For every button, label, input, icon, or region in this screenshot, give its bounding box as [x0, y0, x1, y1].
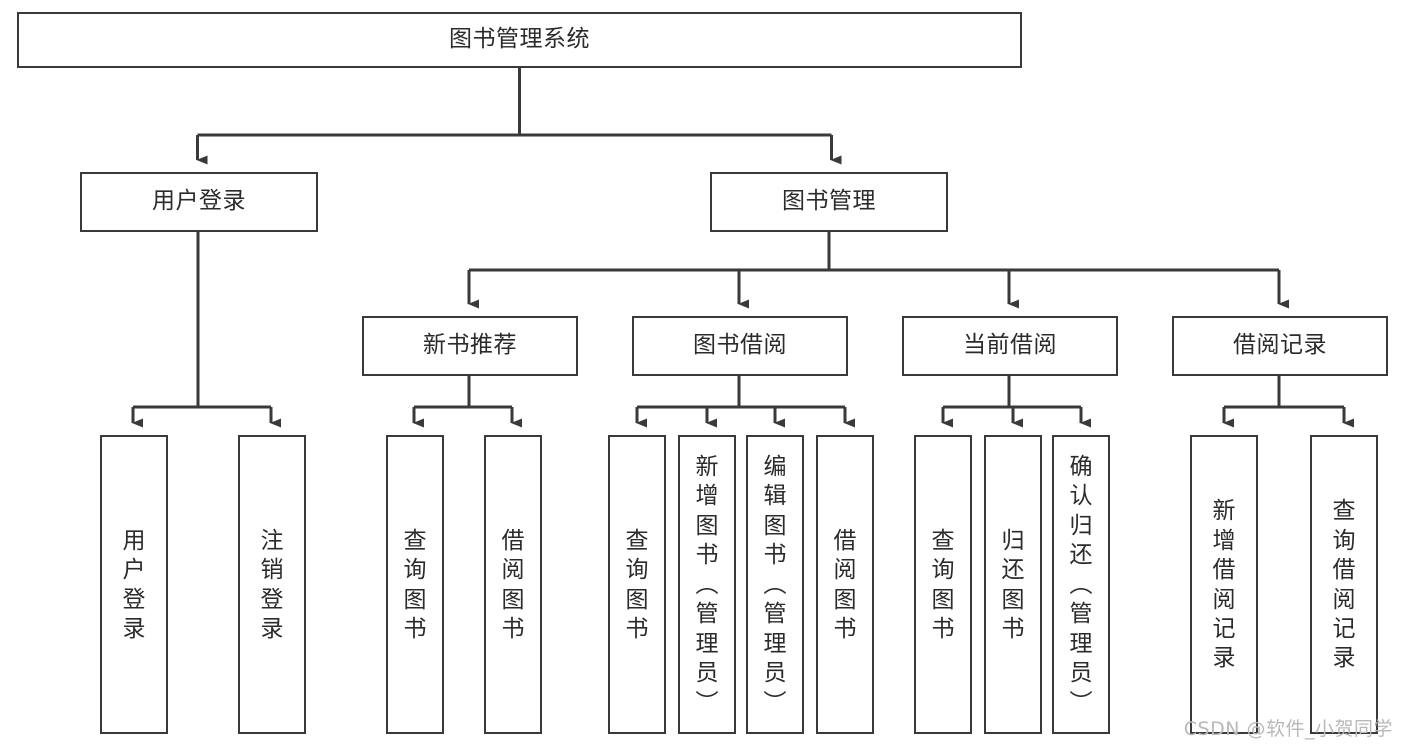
leaf-confirm-return-admin[interactable]: 确 认 归 还 ︵ 管 理 员 ︶	[1052, 435, 1110, 734]
leaf-return-book-label: 归 还 图 书	[1001, 527, 1025, 642]
node-new-book-recommend[interactable]: 新书推荐	[362, 316, 578, 376]
node-book-management-label: 图书管理	[782, 188, 876, 215]
leaf-return-book[interactable]: 归 还 图 书	[984, 435, 1042, 734]
leaf-add-book-admin-label: 新 增 图 书 ︵ 管 理 员 ︶	[695, 454, 719, 716]
node-root[interactable]: 图书管理系统	[17, 12, 1022, 68]
connectors-current-borrow-leaves	[941, 376, 1091, 428]
node-book-management[interactable]: 图书管理	[710, 172, 948, 232]
leaf-borrow-book-recommend[interactable]: 借 阅 图 书	[484, 435, 542, 734]
leaf-borrow-book[interactable]: 借 阅 图 书	[816, 435, 874, 734]
leaf-add-borrow-record-label: 新 增 借 阅 记 录	[1212, 498, 1236, 672]
leaf-edit-book-admin[interactable]: 编 辑 图 书 ︵ 管 理 员 ︶	[746, 435, 804, 734]
node-book-borrow[interactable]: 图书借阅	[632, 316, 848, 376]
connectors-new-book-leaves	[412, 376, 522, 428]
node-borrow-record-label: 借阅记录	[1233, 332, 1327, 359]
connectors-root-to-level2	[196, 68, 842, 165]
node-book-borrow-label: 图书借阅	[693, 332, 787, 359]
node-current-borrow-label: 当前借阅	[963, 332, 1057, 359]
leaf-query-borrow-record[interactable]: 查 询 借 阅 记 录	[1310, 435, 1378, 734]
connectors-level2-to-level3	[467, 232, 1289, 309]
node-new-book-recommend-label: 新书推荐	[423, 332, 517, 359]
connectors-borrow-record-leaves	[1222, 376, 1354, 428]
connectors-book-borrow-leaves	[635, 376, 855, 428]
leaf-query-book-current[interactable]: 查 询 图 书	[914, 435, 972, 734]
leaf-add-borrow-record[interactable]: 新 增 借 阅 记 录	[1190, 435, 1258, 734]
leaf-confirm-return-admin-label: 确 认 归 还 ︵ 管 理 员 ︶	[1069, 454, 1093, 716]
node-root-label: 图书管理系统	[449, 26, 590, 53]
leaf-logout-label: 注 销 登 录	[260, 527, 284, 642]
node-borrow-record[interactable]: 借阅记录	[1172, 316, 1388, 376]
leaf-logout[interactable]: 注 销 登 录	[238, 435, 306, 734]
leaf-query-borrow-record-label: 查 询 借 阅 记 录	[1332, 498, 1356, 672]
connectors-user-login-leaves	[131, 232, 281, 428]
node-user-login-label: 用户登录	[152, 188, 246, 215]
leaf-query-book-recommend[interactable]: 查 询 图 书	[386, 435, 444, 734]
leaf-query-book-recommend-label: 查 询 图 书	[403, 527, 427, 642]
node-user-login[interactable]: 用户登录	[80, 172, 318, 232]
leaf-edit-book-admin-label: 编 辑 图 书 ︵ 管 理 员 ︶	[763, 454, 787, 716]
leaf-borrow-book-recommend-label: 借 阅 图 书	[501, 527, 525, 642]
leaf-user-login-label: 用 户 登 录	[122, 527, 146, 642]
node-current-borrow[interactable]: 当前借阅	[902, 316, 1118, 376]
leaf-query-book-borrow[interactable]: 查 询 图 书	[608, 435, 666, 734]
leaf-query-book-borrow-label: 查 询 图 书	[625, 527, 649, 642]
leaf-borrow-book-label: 借 阅 图 书	[833, 527, 857, 642]
leaf-user-login[interactable]: 用 户 登 录	[100, 435, 168, 734]
leaf-add-book-admin[interactable]: 新 增 图 书 ︵ 管 理 员 ︶	[678, 435, 736, 734]
leaf-query-book-current-label: 查 询 图 书	[931, 527, 955, 642]
